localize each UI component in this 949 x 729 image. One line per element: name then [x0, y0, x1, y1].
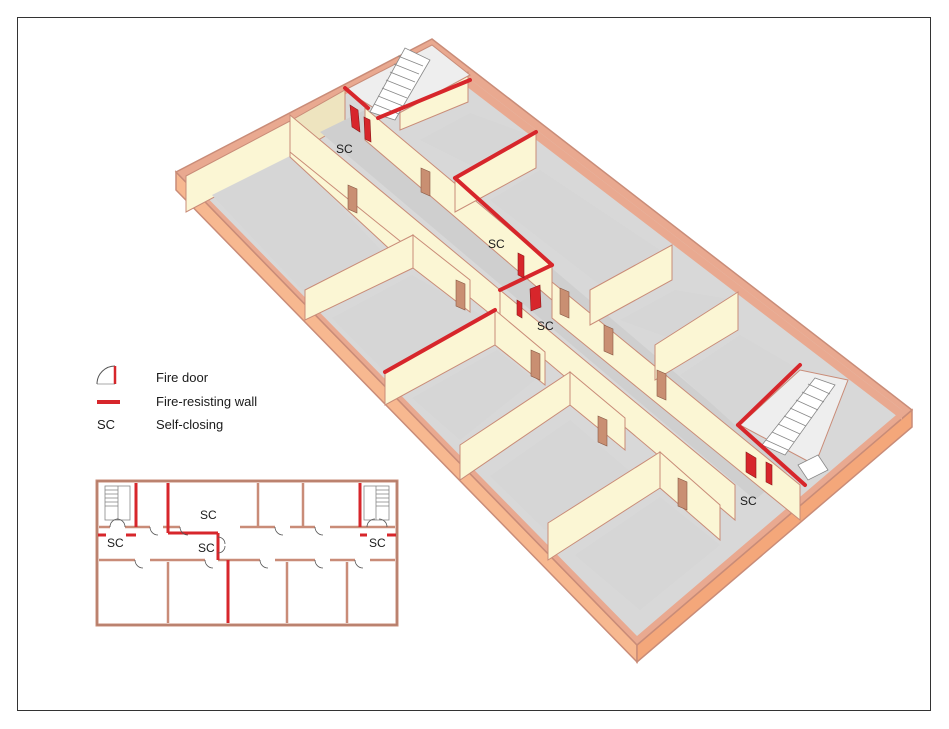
sc-label: SC	[107, 536, 124, 550]
fire-door-icon	[349, 104, 361, 133]
isometric-building: SC SC SC SC	[174, 38, 914, 664]
fire-walls-iso	[343, 78, 807, 487]
corridor-left-wall-lower	[499, 288, 736, 522]
sc-label: SC	[336, 142, 353, 156]
legend-sc-text: Self-closing	[156, 417, 223, 432]
room-upper-left-floor	[212, 155, 390, 292]
room-right-wall-c	[589, 244, 673, 326]
room-side-wall-4	[659, 450, 721, 542]
room-side-wall-3	[569, 370, 626, 452]
legend-fire-wall: Fire-resisting wall	[156, 394, 257, 409]
legend: Fire door Fire-resisting wall SC Self-cl…	[96, 365, 257, 432]
fire-door-icon	[363, 116, 372, 143]
sc-label: SC	[369, 536, 386, 550]
room-left-floor-b	[332, 275, 490, 372]
room-right-floor-d	[680, 335, 800, 425]
stair-icon	[104, 485, 131, 521]
room-right-floor-c	[620, 290, 735, 340]
sc-label: SC	[740, 494, 757, 508]
fire-door-icon	[516, 299, 523, 319]
doors-iso	[347, 167, 688, 511]
stair-bottom	[739, 369, 849, 481]
fire-door-icon	[529, 284, 542, 312]
room-left-floor-d	[490, 420, 640, 530]
stair-top	[343, 44, 471, 121]
legend-fire-door: Fire door	[156, 370, 209, 385]
fire-door-icon	[745, 451, 757, 479]
corridor-right-wall-lower	[551, 280, 801, 522]
room-left-floor-e	[575, 497, 720, 610]
room-top-right-floor-a	[420, 113, 530, 165]
floor-plan: SC SC SC SC	[95, 479, 399, 627]
sc-label: SC	[488, 237, 505, 251]
legend-sc-symbol: SC	[97, 417, 115, 432]
fire-door-icon	[517, 252, 525, 279]
sc-label: SC	[198, 541, 215, 555]
fire-doors-iso	[349, 104, 773, 486]
room-top-right-floor-b	[490, 170, 660, 285]
diagram-frame	[17, 17, 931, 711]
fire-door-icon	[765, 461, 773, 486]
fire-door-icon	[96, 365, 117, 385]
room-right-wall-d	[654, 291, 739, 381]
wall-back-right	[432, 50, 902, 420]
stair-icon	[363, 485, 390, 521]
sc-label: SC	[200, 508, 217, 522]
sc-label: SC	[537, 319, 554, 333]
room-left-floor-c	[412, 350, 535, 440]
